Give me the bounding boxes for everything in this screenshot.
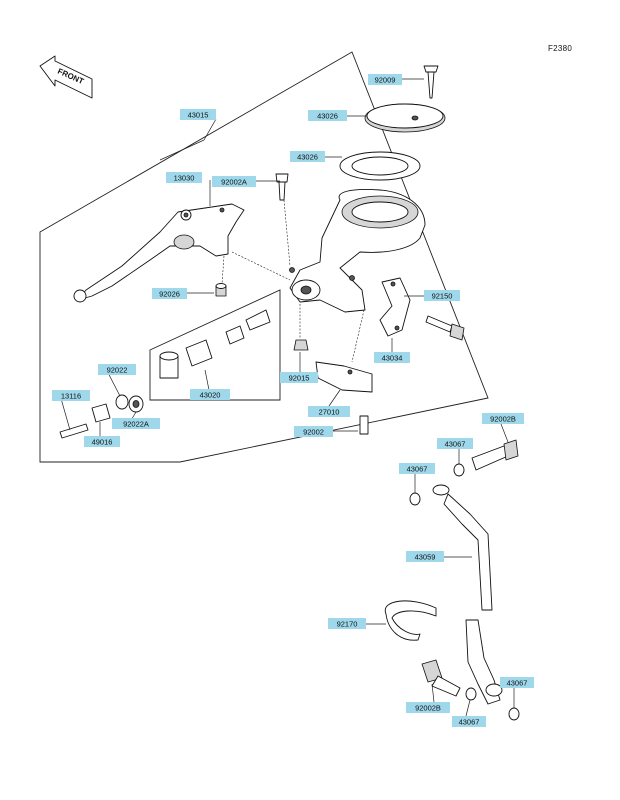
front-arrow-icon: FRONT [39,55,93,99]
label-92026: 92026 [152,288,187,299]
label-43034: 43034 [374,352,410,363]
label-43067-4: 43067 [500,677,534,688]
brake-hose [432,484,503,705]
label-43067-1: 43067 [437,438,473,449]
svg-text:43067: 43067 [445,440,466,449]
label-13116: 13116 [52,390,90,401]
svg-text:92022: 92022 [107,366,128,375]
master-cylinder-body [289,189,426,313]
label-92002b-bottom: 92002B [406,702,450,713]
brake-light-switch [315,361,373,393]
svg-text:13116: 13116 [61,392,81,401]
svg-text:43026: 43026 [297,153,318,162]
svg-text:43015: 43015 [188,111,209,120]
svg-text:43067: 43067 [507,679,528,688]
svg-text:43067: 43067 [459,718,480,727]
washer-2 [409,492,421,506]
reservoir-cover [364,103,446,133]
label-13030: 13030 [166,172,202,183]
label-43026-diaphragm: 43026 [290,151,325,162]
figure-id: F2380 [548,44,573,53]
label-43026-cover: 43026 [308,110,347,121]
label-43067-2: 43067 [399,463,435,474]
label-92002: 92002 [294,426,333,437]
switch-screw [359,415,369,435]
label-92150: 92150 [424,290,460,301]
label-43059: 43059 [406,551,444,562]
svg-text:92150: 92150 [432,292,453,301]
label-92022: 92022 [98,364,136,375]
piston-kit [149,289,281,401]
boot-seal [115,394,144,413]
washer-3 [465,687,477,701]
cover-screw [423,65,439,99]
assembly-frame [39,51,489,463]
svg-text:13030: 13030 [174,174,195,183]
hose-clamp [384,600,437,641]
union-bolt-bottom [421,659,461,697]
push-rod [59,403,111,439]
svg-text:92170: 92170 [337,620,358,629]
label-49016: 49016 [84,436,120,447]
label-92002b-top: 92002B [482,413,524,424]
svg-text:27010: 27010 [319,408,340,417]
label-92002a: 92002A [212,176,256,187]
svg-text:92009: 92009 [375,76,396,85]
label-43067-3: 43067 [452,716,486,727]
svg-text:92002B: 92002B [490,415,516,424]
pivot-screw [275,173,289,201]
svg-text:49016: 49016 [92,438,113,447]
washer-1 [453,463,465,477]
svg-text:92026: 92026 [159,290,180,299]
svg-text:92002A: 92002A [221,178,247,187]
svg-text:92002: 92002 [303,428,324,437]
lever-pivot-pin [215,283,227,297]
label-27010: 27010 [308,406,350,417]
switch-nut [293,339,309,351]
label-43020: 43020 [190,389,230,400]
svg-text:92002B: 92002B [415,704,441,713]
brake-lever [73,203,245,303]
svg-text:43034: 43034 [382,354,403,363]
label-92022a: 92022A [112,418,160,429]
washer-4 [508,707,520,721]
union-bolt-top [471,439,519,471]
label-92170: 92170 [328,618,366,629]
clamp-bolt [425,315,465,341]
label-92009: 92009 [368,74,402,85]
label-92015: 92015 [280,372,318,383]
svg-text:43059: 43059 [415,553,436,562]
label-43015: 43015 [180,109,216,120]
svg-text:92015: 92015 [289,374,310,383]
svg-text:43067: 43067 [407,465,428,474]
diaphragm [339,151,421,181]
svg-text:92022A: 92022A [123,420,149,429]
svg-text:43026: 43026 [317,112,338,121]
handlebar-clamp [379,277,411,337]
svg-text:43020: 43020 [200,391,221,400]
